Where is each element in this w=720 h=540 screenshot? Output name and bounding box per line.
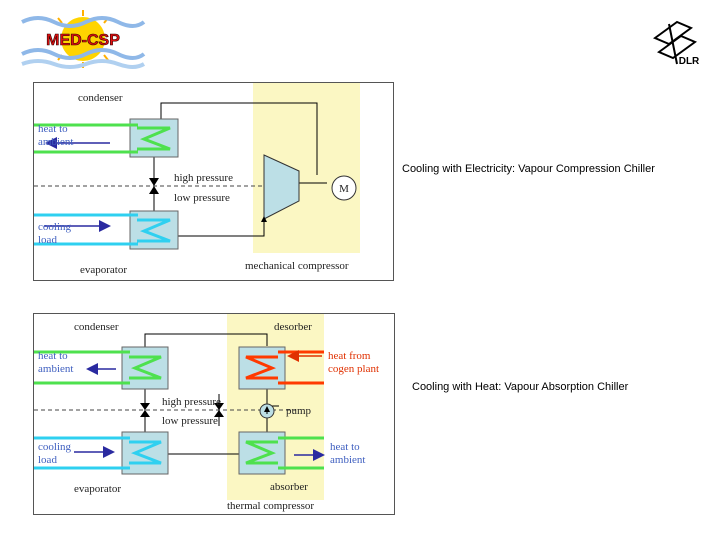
thermal-compressor-label: thermal compressor: [227, 500, 314, 512]
compression-chiller-diagram: condenser heat to ambient high pressure …: [33, 82, 394, 281]
cooling-label: cooling: [38, 221, 71, 233]
heat-to-right-label: heat to: [330, 441, 360, 453]
motor-icon: [331, 175, 357, 201]
dlr-emblem-icon: [652, 20, 698, 65]
high-pressure-label: high pressure: [162, 396, 221, 408]
wave-icon: [21, 16, 146, 69]
dlr-logo: DLR: [652, 20, 700, 67]
cooling-label: cooling: [38, 441, 71, 453]
load-label: load: [38, 234, 57, 246]
desorber-label: desorber: [274, 321, 312, 333]
absorber-hx: [238, 431, 286, 475]
evaporator-label: evaporator: [80, 264, 127, 276]
evaporator-label: evaporator: [74, 483, 121, 495]
heat-from-label: heat from: [328, 350, 371, 362]
desorber-coil: [245, 355, 278, 380]
condenser-coil: [137, 126, 171, 151]
evaporator-coil: [129, 440, 162, 465]
heat-to-label: heat to: [38, 350, 68, 362]
mechanical-compressor-label: mechanical compressor: [245, 260, 349, 272]
expansion-valve-icon: [149, 178, 159, 194]
low-pressure-label: low pressure: [162, 415, 218, 427]
compressor-body: [263, 154, 300, 220]
absorber-coil: [245, 440, 278, 465]
evaporator-coil: [137, 218, 171, 243]
desorber-hx: [238, 346, 286, 390]
ambient-label: ambient: [38, 363, 73, 375]
med-csp-logo: MED-CSP: [21, 10, 146, 69]
load-label: load: [38, 454, 57, 466]
absorption-caption: Cooling with Heat: Vapour Absorption Chi…: [412, 381, 629, 393]
motor-label: M: [339, 183, 349, 195]
absorber-label: absorber: [270, 481, 308, 493]
logo-text: MED-CSP: [46, 32, 120, 49]
cogen-plant-label: cogen plant: [328, 363, 379, 375]
high-pressure-label: high pressure: [174, 172, 233, 184]
dlr-text: DLR: [679, 56, 700, 67]
condenser-label: condenser: [74, 321, 119, 333]
condenser-label: condenser: [78, 92, 123, 104]
heat-to-label: heat to: [38, 123, 68, 135]
low-pressure-label: low pressure: [174, 192, 230, 204]
ambient-label: ambient: [38, 136, 73, 148]
compression-caption: Cooling with Electricity: Vapour Compres…: [402, 163, 655, 175]
ambient-right-label: ambient: [330, 454, 365, 466]
absorption-chiller-diagram: condenser desorber heat to ambient heat …: [33, 313, 395, 515]
pump-label: pump: [286, 405, 312, 417]
condenser-coil: [129, 355, 162, 380]
